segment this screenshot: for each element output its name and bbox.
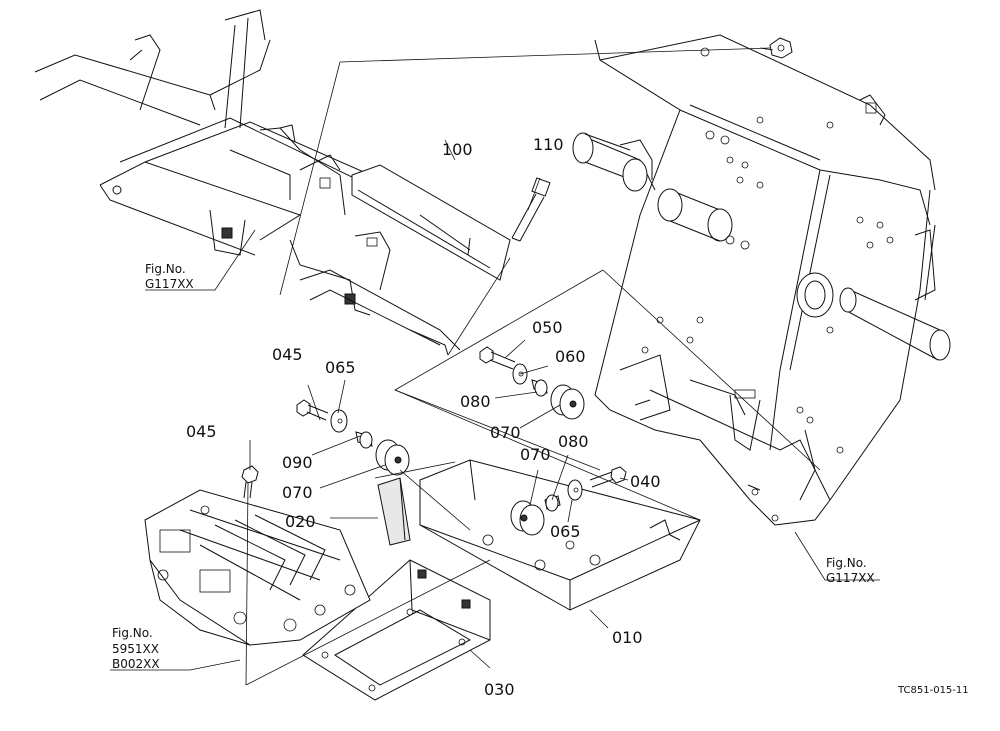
part-020-plate [377,477,411,546]
center-hardware-stack [479,346,585,420]
figure-references: Fig.No. G117XX Fig.No. G117XX Fig.No. 59… [112,262,875,671]
fig-ref-right-line1: Fig.No. [826,556,867,570]
part-label-080-lower: 080 [558,432,589,451]
part-label-090: 090 [282,453,313,472]
fig-ref-left-top-line2: G117XX [145,277,194,291]
part-label-045-upper: 045 [272,345,303,364]
part-label-030: 030 [484,680,515,699]
part-label-020: 020 [285,512,316,531]
part-label-040: 040 [630,472,661,491]
fig-ref-bottom-left-line2: 5951XX [112,642,159,656]
part-label-050: 050 [532,318,563,337]
fig-ref-bottom-left-line3: B002XX [112,657,160,671]
right-hardware-stack [510,466,627,536]
left-hardware-stack [296,399,410,476]
part-100-block [351,164,511,281]
part-label-070-upper: 070 [490,423,521,442]
part-label-010: 010 [612,628,643,647]
part-label-100: 100 [442,140,473,159]
part-110-bolt [511,177,551,242]
fig-ref-bottom-left-line1: Fig.No. [112,626,153,640]
controller-unit [144,489,371,646]
drawing-code: TC851-015-11 [897,685,969,696]
reference-lines [110,47,880,686]
fig-ref-left-top-line1: Fig.No. [145,262,186,276]
part-label-065-upper: 065 [325,358,356,377]
part-030-cover [302,559,491,701]
top-bolt [759,37,793,59]
fig-ref-right-line2: G117XX [826,571,875,585]
cross-member-left [34,9,461,356]
part-label-080-upper: 080 [460,392,491,411]
part-label-060: 060 [555,347,586,366]
part-045-bolt-lower [241,465,259,499]
part-label-070-right: 070 [520,445,551,464]
part-label-045-lower: 045 [186,422,217,441]
part-label-070-left: 070 [282,483,313,502]
part-label-110: 110 [533,135,564,154]
part-010-bracket [419,459,701,611]
part-labels: 100 110 050 060 045 065 080 070 045 090 … [186,135,661,699]
part-label-065-lower: 065 [550,522,581,541]
main-frame-right [572,34,951,526]
